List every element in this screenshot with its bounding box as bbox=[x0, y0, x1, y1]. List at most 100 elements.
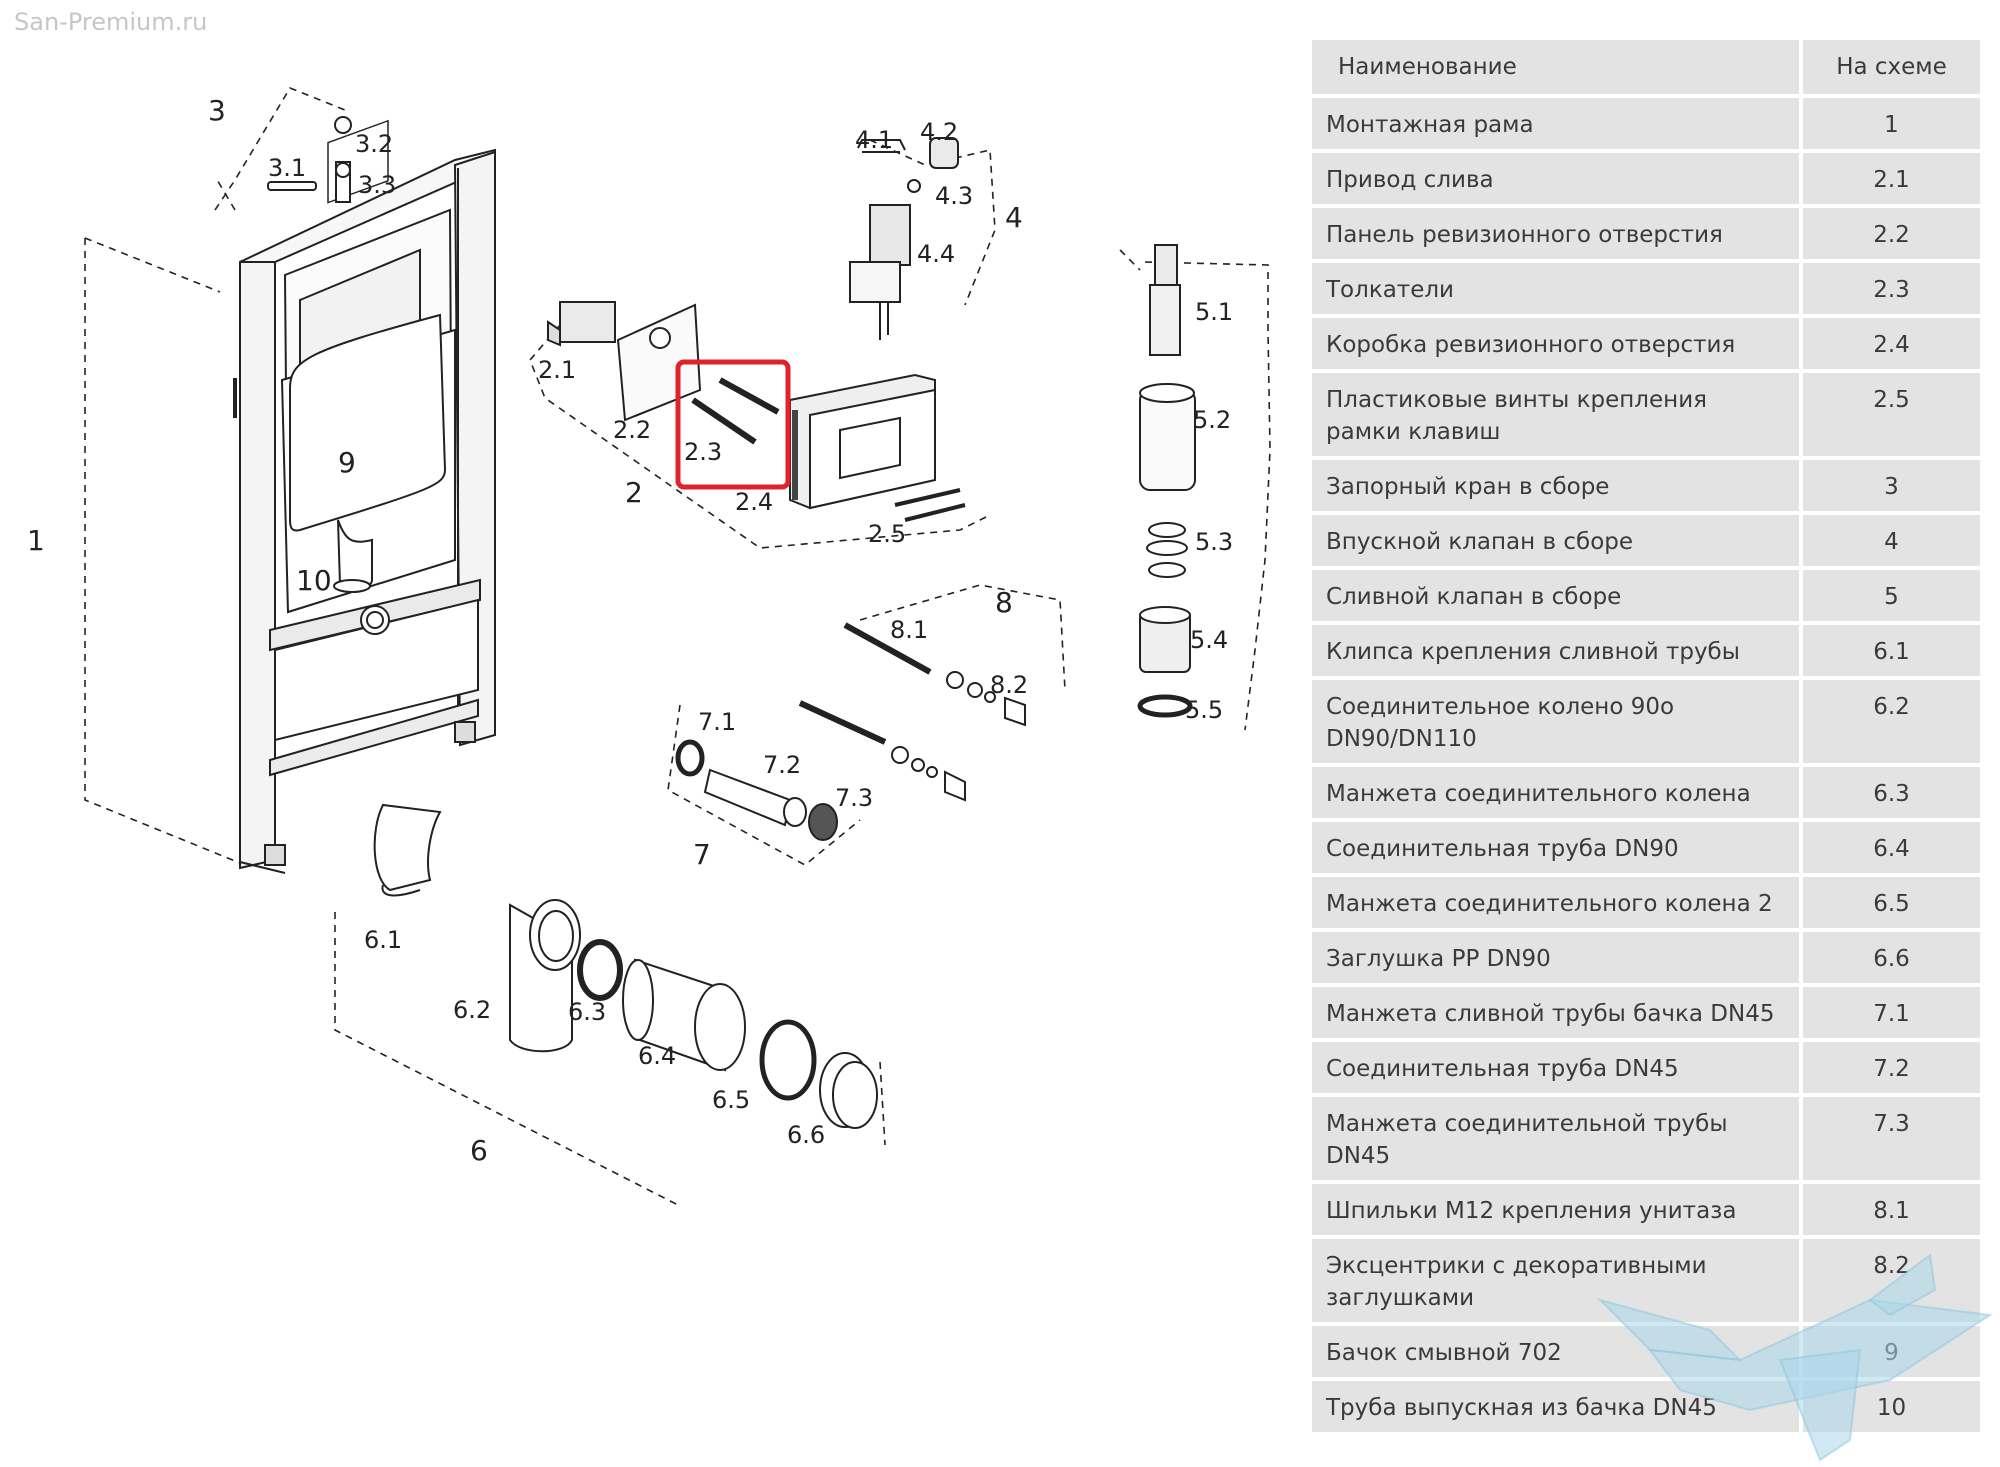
part-number: 2.3 bbox=[1799, 263, 1980, 314]
callout-4: 4 bbox=[1005, 201, 1023, 234]
part-name: Монтажная рама bbox=[1312, 98, 1799, 149]
callout-4-4: 4.4 bbox=[917, 240, 955, 268]
part-name: Впускной клапан в сборе bbox=[1312, 515, 1799, 566]
part-name: Манжета соединительной трубы DN45 bbox=[1312, 1097, 1799, 1180]
callout-2-4: 2.4 bbox=[735, 488, 773, 516]
callout-6-6: 6.6 bbox=[787, 1121, 825, 1149]
drain-connection-drawing bbox=[373, 803, 878, 1129]
exploded-parts-diagram: 1 2 2.1 2.2 2.3 2.4 2.5 3 3.1 3.2 3.3 4 … bbox=[27, 87, 1271, 1207]
callout-2-1: 2.1 bbox=[538, 356, 576, 384]
callout-7: 7 bbox=[693, 838, 711, 871]
callout-1: 1 bbox=[27, 524, 45, 557]
table-header-row: Наименование На схеме bbox=[1312, 40, 1980, 94]
part-name: Сливной клапан в сборе bbox=[1312, 570, 1799, 621]
callout-6-1: 6.1 bbox=[364, 926, 402, 954]
part-number: 7.3 bbox=[1799, 1097, 1980, 1180]
callout-8-1: 8.1 bbox=[890, 616, 928, 644]
part-name: Манжета сливной трубы бачка DN45 bbox=[1312, 987, 1799, 1038]
callout-2-3: 2.3 bbox=[684, 438, 722, 466]
mounting-studs-drawing bbox=[798, 622, 1026, 802]
installation-frame-drawing bbox=[233, 119, 496, 874]
part-number: 6.2 bbox=[1799, 680, 1980, 763]
part-name: Шпильки M12 крепления унитаза bbox=[1312, 1184, 1799, 1235]
callout-3-2: 3.2 bbox=[355, 130, 393, 158]
callout-5-2: 5.2 bbox=[1193, 406, 1231, 434]
flush-valve-drawing bbox=[1137, 244, 1196, 718]
part-name: Панель ревизионного отверстия bbox=[1312, 208, 1799, 259]
callout-9: 9 bbox=[338, 446, 356, 479]
callout-7-2: 7.2 bbox=[763, 751, 801, 779]
callout-2-2: 2.2 bbox=[613, 416, 651, 444]
callout-7-3: 7.3 bbox=[835, 784, 873, 812]
part-name: Толкатели bbox=[1312, 263, 1799, 314]
part-name: Коробка ревизионного отверстия bbox=[1312, 318, 1799, 369]
part-name: Заглушка PP DN90 bbox=[1312, 932, 1799, 983]
part-name: Запорный кран в сборе bbox=[1312, 460, 1799, 511]
part-name: Соединительная труба DN45 bbox=[1312, 1042, 1799, 1093]
part-number: 6.6 bbox=[1799, 932, 1980, 983]
callout-6-4: 6.4 bbox=[638, 1042, 676, 1070]
part-number: 10 bbox=[1799, 1381, 1980, 1432]
pushers-drawing bbox=[691, 377, 780, 445]
callout-3: 3 bbox=[208, 94, 226, 127]
part-number: 6.4 bbox=[1799, 822, 1980, 873]
part-number: 2.5 bbox=[1799, 373, 1980, 456]
callout-8: 8 bbox=[995, 586, 1013, 619]
callout-3-1: 3.1 bbox=[268, 154, 306, 182]
part-number: 2.2 bbox=[1799, 208, 1980, 259]
part-name: Манжета соединительного колена bbox=[1312, 767, 1799, 818]
part-number: 7.2 bbox=[1799, 1042, 1980, 1093]
part-name: Пластиковые винты крепления рамки клавиш bbox=[1312, 373, 1799, 456]
part-number: 2.4 bbox=[1799, 318, 1980, 369]
site-watermark: San-Premium.ru bbox=[14, 8, 208, 36]
pushers-highlight-frame bbox=[675, 359, 791, 490]
fill-valve-drawing bbox=[849, 137, 959, 340]
callout-7-1: 7.1 bbox=[698, 708, 736, 736]
callout-5-3: 5.3 bbox=[1195, 528, 1233, 556]
part-name: Бачок смывной 702 bbox=[1312, 1326, 1799, 1377]
part-number: 8.2 bbox=[1799, 1239, 1980, 1322]
callout-5-5: 5.5 bbox=[1185, 696, 1223, 724]
callout-10: 10 bbox=[296, 564, 332, 597]
part-number: 2.1 bbox=[1799, 153, 1980, 204]
part-name: Клипса крепления сливной трубы bbox=[1312, 625, 1799, 676]
stop-valve-drawing bbox=[267, 116, 352, 203]
callout-2: 2 bbox=[625, 476, 643, 509]
callout-6-5: 6.5 bbox=[712, 1086, 750, 1114]
callout-labels: 1 2 2.1 2.2 2.3 2.4 2.5 3 3.1 3.2 3.3 4 … bbox=[27, 94, 1233, 1167]
callout-5-4: 5.4 bbox=[1190, 626, 1228, 654]
table-row: Пластиковые винты крепления рамки клавиш… bbox=[1312, 373, 1980, 456]
column-header-number: На схеме bbox=[1799, 40, 1980, 94]
part-number: 6.3 bbox=[1799, 767, 1980, 818]
part-number: 1 bbox=[1799, 98, 1980, 149]
part-number: 7.1 bbox=[1799, 987, 1980, 1038]
callout-4-2: 4.2 bbox=[920, 118, 958, 146]
callout-4-1: 4.1 bbox=[855, 126, 893, 154]
callout-8-2: 8.2 bbox=[990, 671, 1028, 699]
group-outlines bbox=[84, 87, 1271, 1207]
part-number: 8.1 bbox=[1799, 1184, 1980, 1235]
callout-5-1: 5.1 bbox=[1195, 298, 1233, 326]
callout-4-3: 4.3 bbox=[935, 182, 973, 210]
callout-6: 6 bbox=[470, 1134, 488, 1167]
column-header-name: Наименование bbox=[1312, 40, 1799, 94]
part-number: 6.5 bbox=[1799, 877, 1980, 928]
